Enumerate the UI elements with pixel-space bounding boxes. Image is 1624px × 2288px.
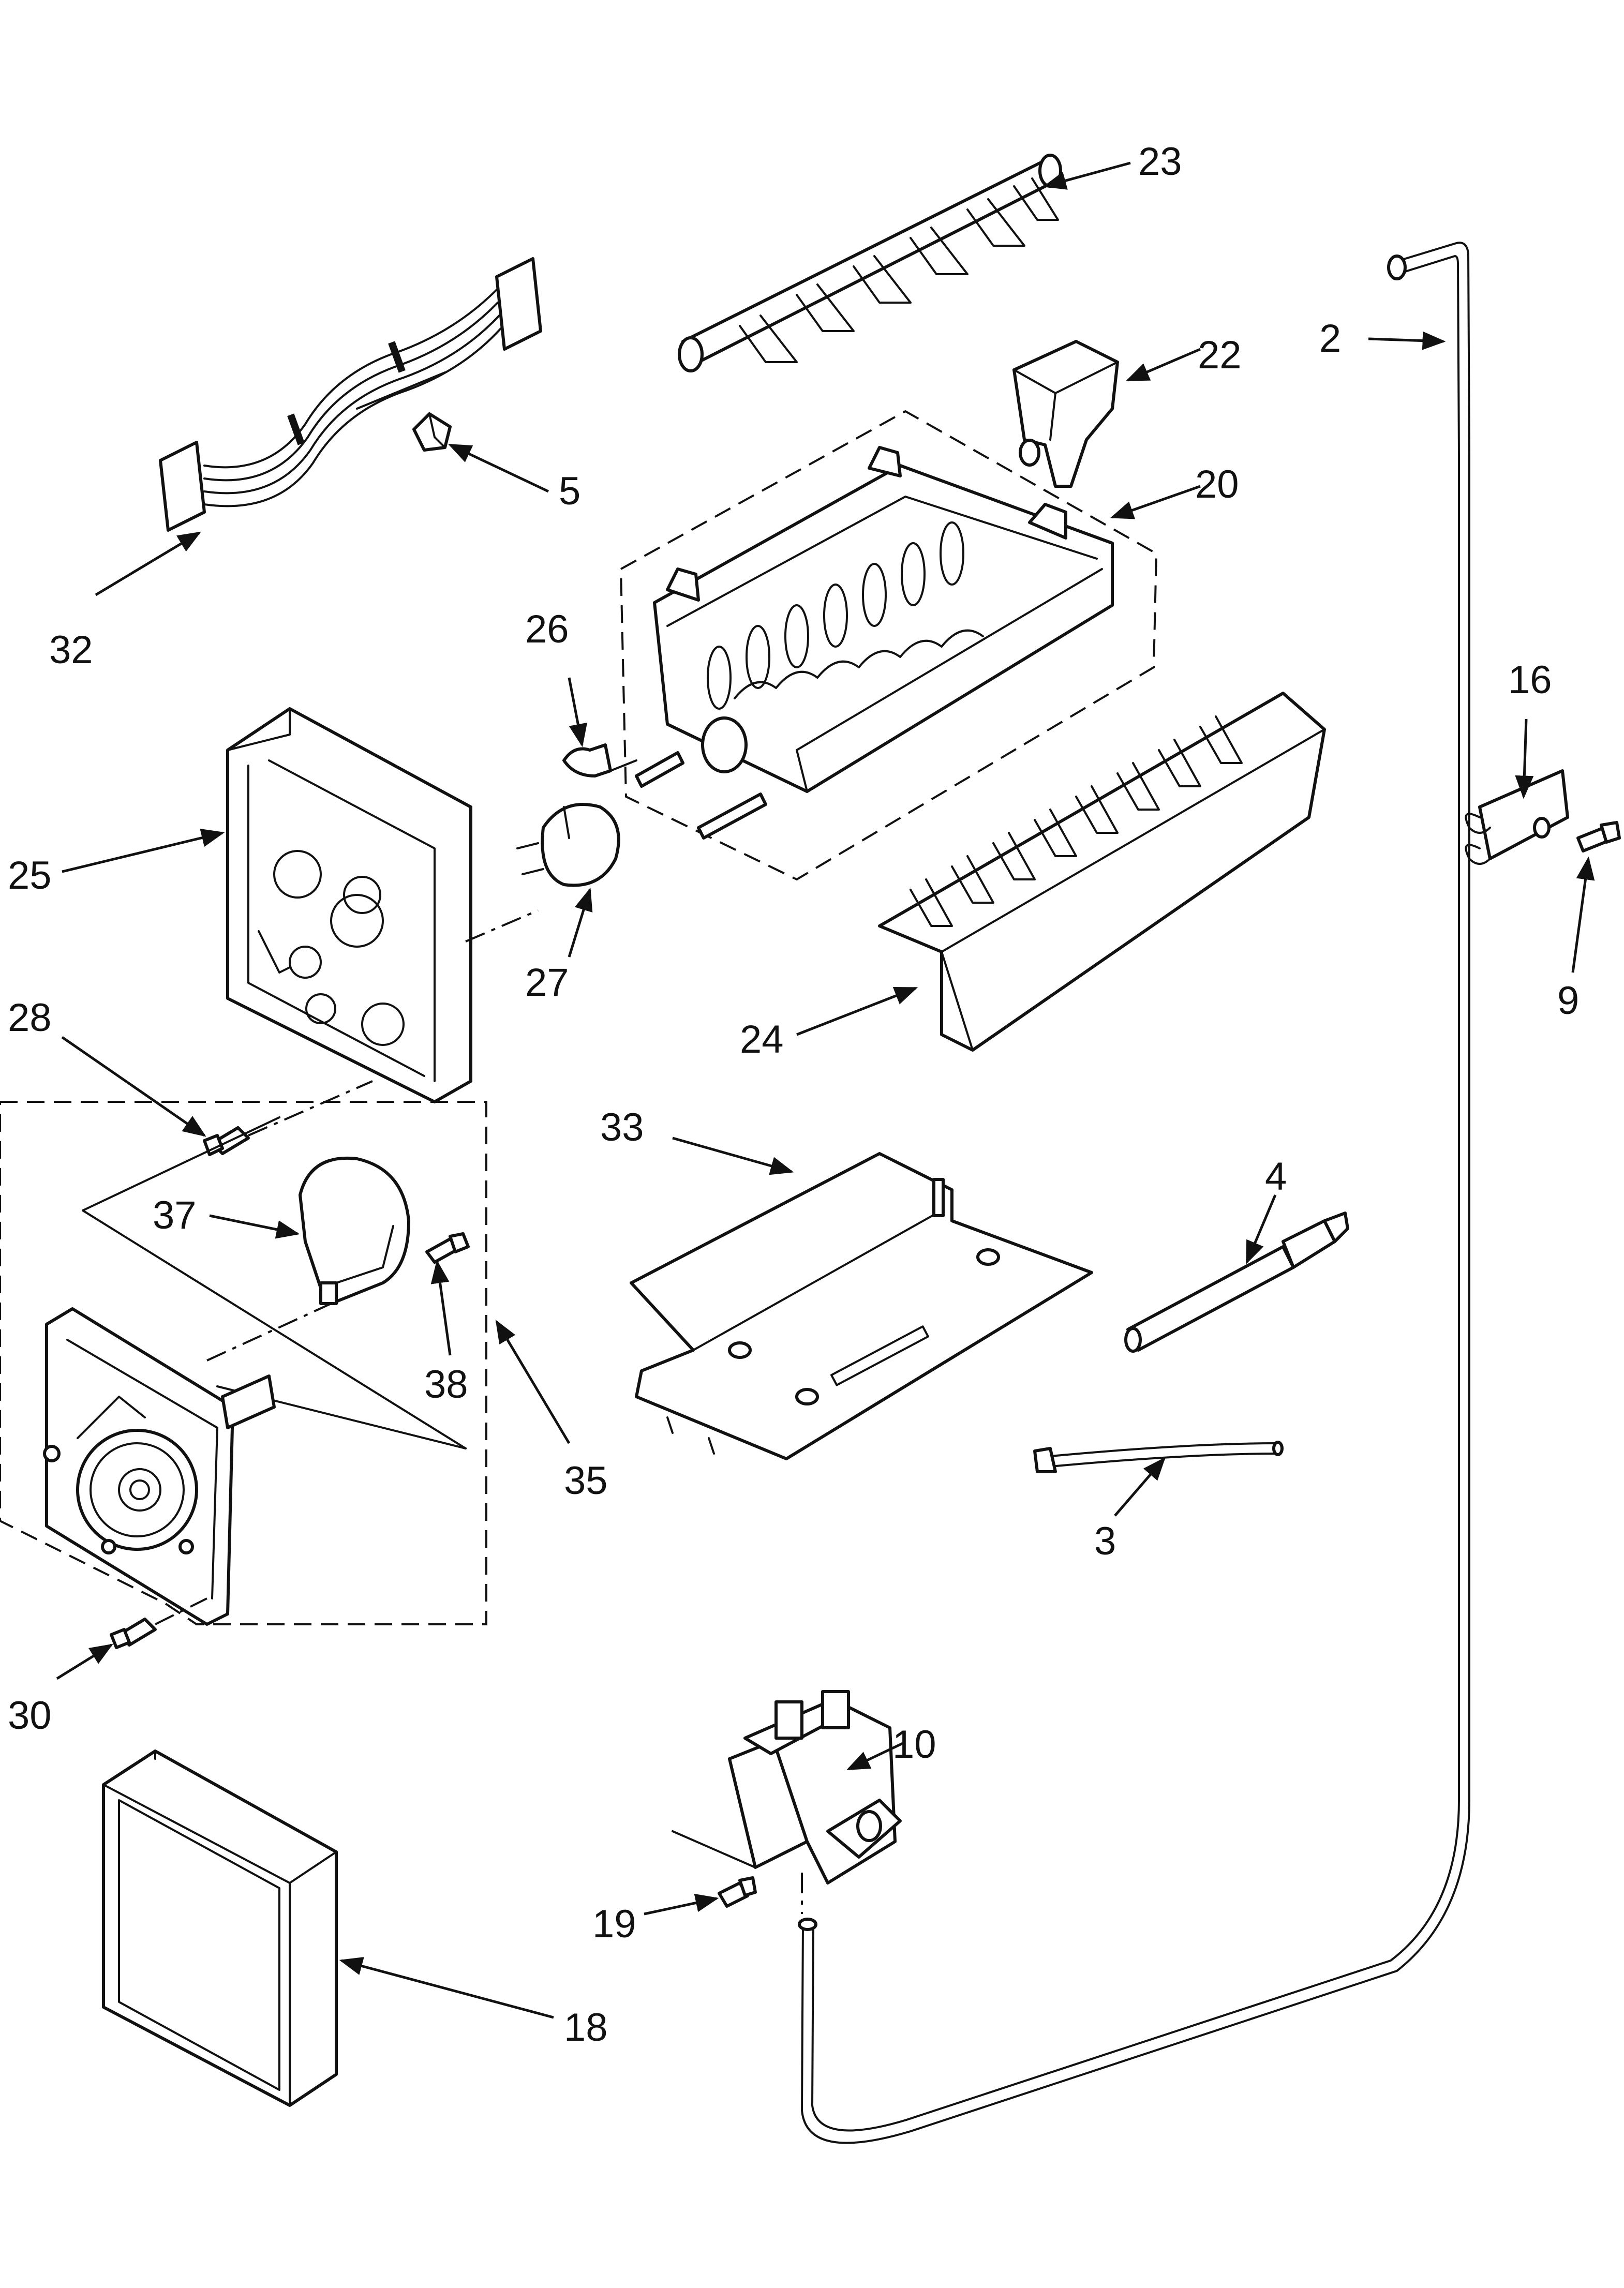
ice-ejector-part-23 [678, 154, 1062, 372]
fill-tube-part-2 [798, 242, 1470, 2144]
label-part-4: 4 [1265, 1155, 1287, 1199]
label-part-20: 20 [1195, 462, 1239, 506]
label-part-33: 33 [600, 1105, 644, 1149]
label-part-16: 16 [1508, 658, 1552, 702]
label-part-9: 9 [1557, 979, 1579, 1023]
ice-mold-part-20 [619, 410, 1158, 881]
leader-lines [56, 161, 1595, 2019]
screw-part-19 [718, 1876, 757, 1908]
label-part-38: 38 [424, 1363, 468, 1407]
control-housing-part-25 [226, 707, 539, 1103]
label-part-37: 37 [153, 1193, 197, 1237]
label-part-3: 3 [1094, 1519, 1116, 1563]
ice-stripper-part-24 [878, 692, 1326, 1052]
tube-part-3 [1033, 1441, 1284, 1473]
screw-part-38 [425, 1232, 470, 1264]
mold-bracket-part-22 [1012, 340, 1119, 488]
control-module-plate [43, 1303, 332, 1626]
label-part-23: 23 [1138, 140, 1182, 184]
cover-part-33 [630, 1152, 1093, 1460]
inlet-fitting-part-4 [1124, 1212, 1349, 1353]
label-part-24: 24 [740, 1018, 784, 1061]
label-part-28: 28 [8, 996, 52, 1040]
screw-part-9 [1576, 821, 1621, 853]
label-part-30: 30 [8, 1694, 52, 1738]
water-valve-part-10 [672, 1690, 902, 1914]
label-part-25: 25 [8, 854, 52, 898]
label-part-32: 32 [49, 628, 93, 672]
retaining-clip-part-26 [562, 743, 637, 777]
part-labels: 23 22 20 2 5 32 26 27 25 28 24 16 9 33 4… [8, 140, 1579, 2050]
screw-part-30 [110, 1597, 207, 1649]
tube-clamp-part-16 [1465, 769, 1569, 865]
label-part-35: 35 [564, 1459, 608, 1503]
label-part-5: 5 [559, 469, 580, 513]
label-part-2: 2 [1319, 317, 1341, 361]
screw-part-28 [203, 1080, 373, 1156]
label-part-22: 22 [1198, 333, 1242, 377]
insulation-part-18 [102, 1749, 338, 2107]
motor-part-37 [299, 1156, 410, 1305]
label-part-10: 10 [892, 1723, 936, 1767]
motor-coupler-part-27 [516, 803, 620, 887]
wire-clip-part-5 [412, 412, 452, 452]
wire-harness-part-32 [159, 257, 542, 532]
label-part-19: 19 [592, 1902, 636, 1946]
label-part-27: 27 [525, 961, 569, 1005]
label-part-26: 26 [525, 607, 569, 651]
label-part-18: 18 [564, 2006, 608, 2050]
